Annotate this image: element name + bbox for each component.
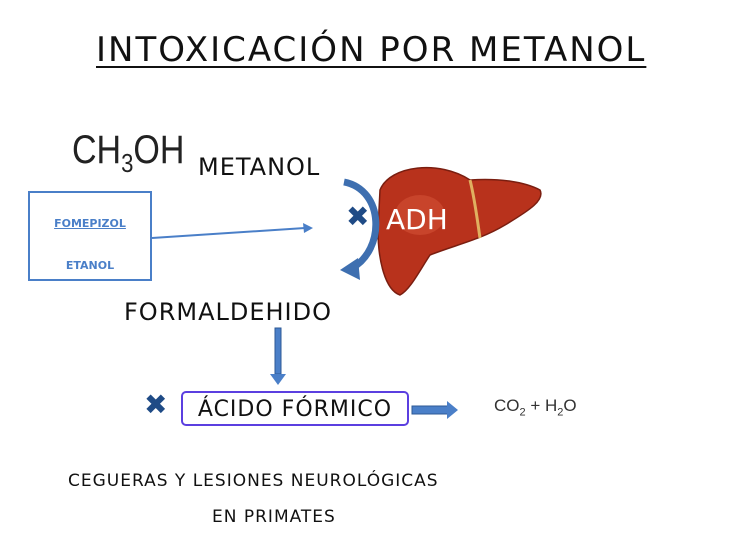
formula-subscript: 2 bbox=[557, 406, 564, 419]
products-formula: CO2 + H2O bbox=[494, 396, 577, 418]
acido-formico-box: ÁCIDO FÓRMICO bbox=[181, 391, 409, 426]
formula-part: + H bbox=[525, 396, 558, 415]
fomepizol-link[interactable]: FOMEPIZOL bbox=[54, 217, 126, 230]
curved-arrow-head bbox=[340, 258, 360, 280]
page-title: INTOXICACIÓN POR METANOL bbox=[96, 30, 647, 70]
formula-subscript: 2 bbox=[519, 406, 526, 419]
adh-label: ADH bbox=[386, 203, 448, 236]
liver-image bbox=[377, 167, 542, 296]
formula-part: O bbox=[563, 396, 577, 415]
formaldehido-label: FORMALDEHIDO bbox=[124, 298, 333, 326]
formula-part: OH bbox=[133, 128, 185, 172]
block-x-icon: ✖ bbox=[144, 388, 168, 421]
effects-line-2: EN PRIMATES bbox=[212, 507, 336, 527]
effects-line-1: CEGUERAS Y LESIONES NEUROLÓGICAS bbox=[68, 471, 439, 491]
metanol-label: METANOL bbox=[198, 153, 321, 181]
formula-subscript: 3 bbox=[121, 148, 134, 178]
formula-part: CO bbox=[494, 396, 520, 415]
down-arrow-shaft bbox=[274, 327, 282, 375]
block-x-icon: ✖ bbox=[346, 200, 370, 233]
inhibition-arrow bbox=[151, 227, 306, 239]
inhibitors-box: FOMEPIZOL ETANOL bbox=[28, 191, 152, 281]
right-arrow-shaft bbox=[411, 405, 449, 415]
reaction-curved-arrow bbox=[343, 178, 380, 272]
inhibition-arrow-head bbox=[303, 223, 313, 233]
right-arrow-head bbox=[447, 401, 458, 419]
methanol-formula: CH3OH bbox=[72, 128, 184, 179]
down-arrow-head bbox=[270, 374, 286, 385]
formula-part: CH bbox=[72, 128, 122, 172]
etanol-label: ETANOL bbox=[65, 259, 115, 272]
